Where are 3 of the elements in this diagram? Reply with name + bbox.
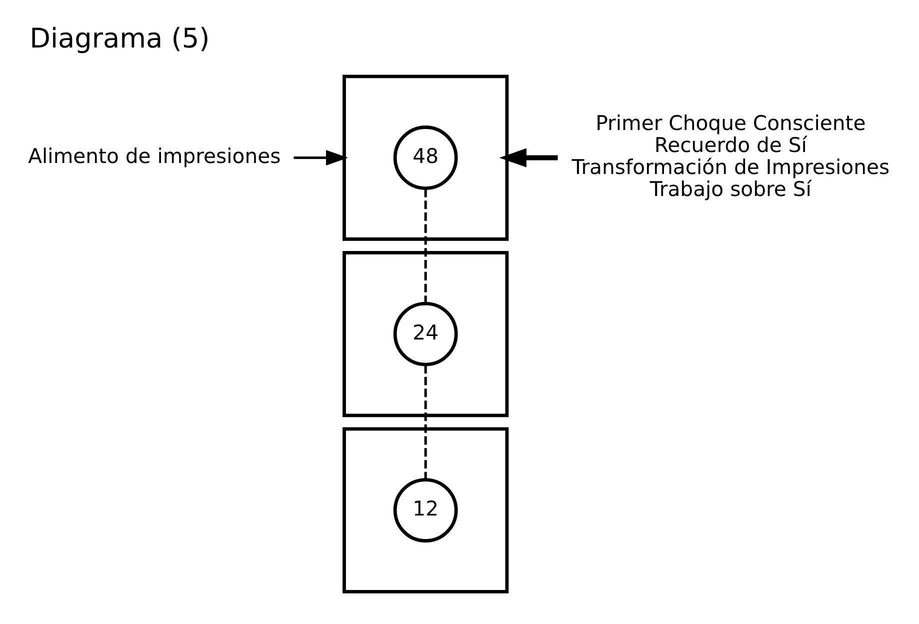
node-text: Alimento de impresiones: [28, 144, 281, 168]
diagram-title: Diagrama (5): [30, 23, 210, 54]
node-text: Primer Choque Consciente Recuerdo de Sí Transformación de Impresiones Trabajo sobre Sí: [572, 110, 890, 202]
